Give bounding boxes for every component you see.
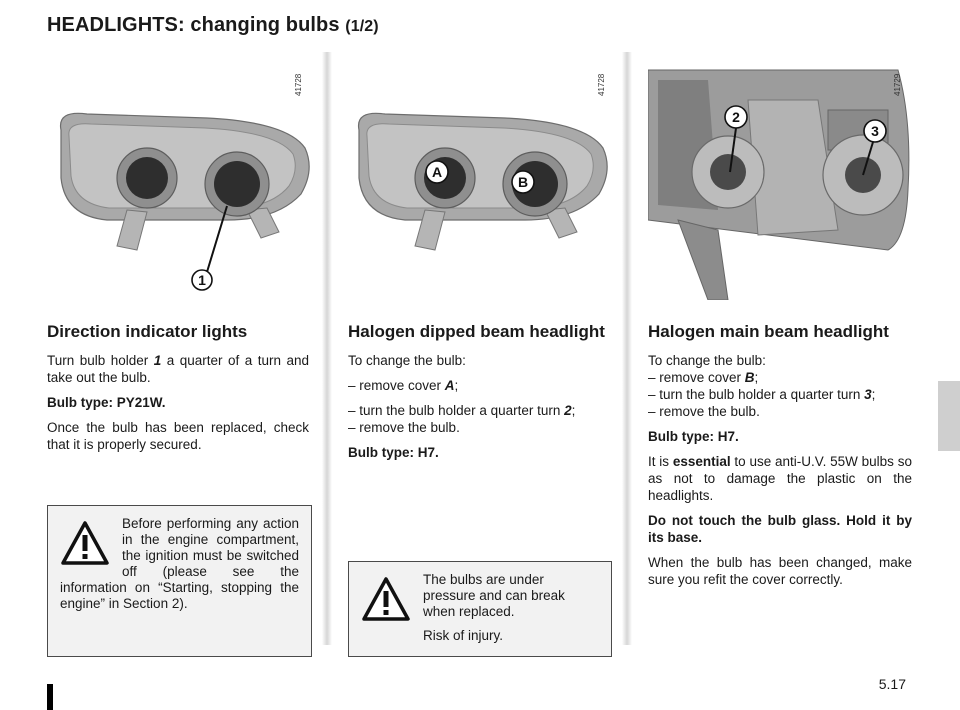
warning-text: Before performing any action in the engi…: [60, 516, 299, 611]
callout-label: 1: [198, 272, 206, 288]
text-run: a quarter of a turn and take out the bul…: [47, 353, 310, 385]
warning-text: The bulbs are under pressure and can bre…: [423, 572, 565, 619]
text-run: ;: [571, 403, 576, 418]
instruction-paragraph: Once the bulb has been replaced, check t…: [47, 420, 309, 452]
reference-number: 1: [153, 353, 162, 368]
section-direction-indicator: Direction indicator lights Turn bulb hol…: [47, 322, 309, 461]
column-divider: [322, 52, 332, 645]
warning-box-pressure: The bulbs are under pressure and can bre…: [348, 561, 612, 657]
warning-triangle-icon: [60, 520, 110, 570]
instruction-paragraph: It is essential to use anti-U.V. 55W bul…: [648, 453, 912, 504]
text-run: It is: [648, 454, 673, 469]
text-run: – remove cover: [648, 370, 745, 385]
warning-risk: Risk of injury.: [423, 628, 504, 643]
instruction-intro: To change the bulb:: [648, 353, 766, 368]
headlight-illustration: A B: [345, 60, 617, 300]
section-tab: [938, 381, 960, 451]
callout-label: 3: [871, 123, 879, 139]
step-item: – remove cover B;: [648, 369, 912, 386]
bulb-type: Bulb type: H7.: [348, 445, 439, 460]
column-divider: [622, 52, 632, 645]
instruction-paragraph: When the bulb has been changed, make sur…: [648, 555, 912, 587]
page-number: 5.17: [878, 676, 906, 692]
section-main-beam: Halogen main beam headlight To change th…: [648, 322, 912, 596]
reference-letter: A: [444, 378, 455, 393]
text-run: – turn the bulb holder a quarter turn: [348, 403, 565, 418]
page-part: (1/2): [345, 18, 379, 35]
callout-label: 2: [732, 109, 740, 125]
text-run: ;: [754, 370, 759, 385]
text-run: Turn bulb holder: [47, 353, 154, 368]
reference-number: 2: [564, 403, 572, 418]
corner-mark: [47, 684, 53, 710]
section-heading: Halogen dipped beam headlight: [348, 322, 605, 341]
bulb-type: Bulb type: PY21W.: [47, 395, 166, 410]
text-run: to use anti-U.V. 55W bulbs so as not to …: [648, 454, 912, 503]
figure-ref: 41728: [294, 73, 303, 96]
figure-ref: 41729: [893, 73, 902, 96]
instruction-intro: To change the bulb:: [348, 353, 466, 368]
reference-letter: B: [744, 370, 755, 385]
callout-label: A: [432, 164, 442, 180]
headlight-illustration: 1: [47, 60, 315, 300]
warning-box-ignition: Before performing any action in the engi…: [47, 505, 312, 657]
section-heading: Direction indicator lights: [47, 322, 248, 341]
step-item: – turn the bulb holder a quarter turn 3;: [648, 386, 912, 403]
headlight-closeup-illustration: 2 3: [648, 60, 912, 300]
caution-paragraph: Do not touch the bulb glass. Hold it by …: [648, 513, 912, 545]
section-dipped-beam: Halogen dipped beam headlight To change …: [348, 322, 610, 469]
step-item: – turn the bulb holder a quarter turn 2;: [348, 402, 610, 419]
bulb-type: Bulb type: H7.: [648, 429, 739, 444]
reference-number: 3: [864, 387, 872, 402]
page-title: HEADLIGHTS: changing bulbs (1/2): [47, 14, 379, 37]
figure-ref: 41728: [597, 73, 606, 96]
step-item: – remove the bulb.: [348, 420, 460, 435]
figure-direction-indicator: 1 41728: [47, 60, 315, 300]
text-run: – remove cover: [348, 378, 445, 393]
figure-dipped-beam: A B 41728: [345, 60, 617, 300]
warning-triangle-icon: [361, 576, 411, 626]
text-run: – turn the bulb holder a quarter turn: [648, 387, 865, 402]
step-item: – remove cover A;: [348, 377, 610, 394]
text-run: ;: [454, 378, 459, 393]
instruction-paragraph: Turn bulb holder 1 a quarter of a turn a…: [47, 352, 309, 386]
text-run: ;: [871, 387, 876, 402]
callout-label: B: [518, 174, 528, 190]
emphasis: essential: [672, 454, 731, 469]
section-heading: Halogen main beam headlight: [648, 322, 889, 341]
step-item: – remove the bulb.: [648, 404, 760, 419]
page-title-text: HEADLIGHTS: changing bulbs: [47, 14, 340, 36]
figure-main-beam: 2 3 41729: [648, 60, 912, 300]
